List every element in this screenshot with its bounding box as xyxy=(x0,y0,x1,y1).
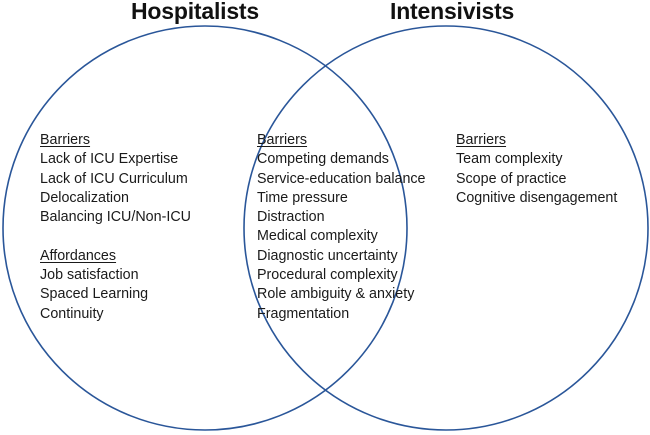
venn-circle-right xyxy=(243,25,649,431)
center-barriers-item: Procedural complexity xyxy=(257,267,398,284)
center-barriers-heading: Barriers xyxy=(257,132,308,148)
center-barriers-item: Distraction xyxy=(257,209,325,226)
right-barriers-heading: Barriers xyxy=(456,132,507,148)
venn-title-hospitalists: Hospitalists xyxy=(131,0,259,24)
left-affordances-item: Continuity xyxy=(40,305,104,322)
left-region-text-block: Barriers Lack of ICU Expertise Lack of I… xyxy=(40,131,191,324)
left-barriers-heading: Barriers xyxy=(40,132,91,148)
left-barriers-item: Balancing ICU/Non-ICU xyxy=(40,209,191,226)
right-region-text-block: Barriers Team complexity Scope of practi… xyxy=(456,131,617,208)
left-barriers-item: Lack of ICU Expertise xyxy=(40,151,179,168)
center-barriers-item: Fragmentation xyxy=(257,305,350,322)
right-barriers-item: Team complexity xyxy=(456,151,563,168)
center-barriers-item: Time pressure xyxy=(257,189,348,206)
left-list-spacer xyxy=(40,227,191,246)
center-barriers-item: Competing demands xyxy=(257,151,389,168)
center-barriers-item: Medical complexity xyxy=(257,228,378,245)
center-barriers-item: Service-education balance xyxy=(257,170,426,187)
right-barriers-item: Cognitive disengagement xyxy=(456,189,618,206)
left-barriers-item: Delocalization xyxy=(40,189,130,206)
left-affordances-item: Spaced Learning xyxy=(40,286,149,303)
center-barriers-item: Diagnostic uncertainty xyxy=(257,247,398,264)
right-barriers-item: Scope of practice xyxy=(456,170,567,187)
venn-title-intensivists: Intensivists xyxy=(390,0,515,24)
center-barriers-item: Role ambiguity & anxiety xyxy=(257,286,415,303)
venn-circle-left xyxy=(2,25,408,431)
center-overlap-text-block: Barriers Competing demands Service-educa… xyxy=(257,131,426,324)
left-affordances-item: Job satisfaction xyxy=(40,267,139,284)
left-affordances-heading: Affordances xyxy=(40,247,117,264)
left-barriers-item: Lack of ICU Curriculum xyxy=(40,170,188,187)
